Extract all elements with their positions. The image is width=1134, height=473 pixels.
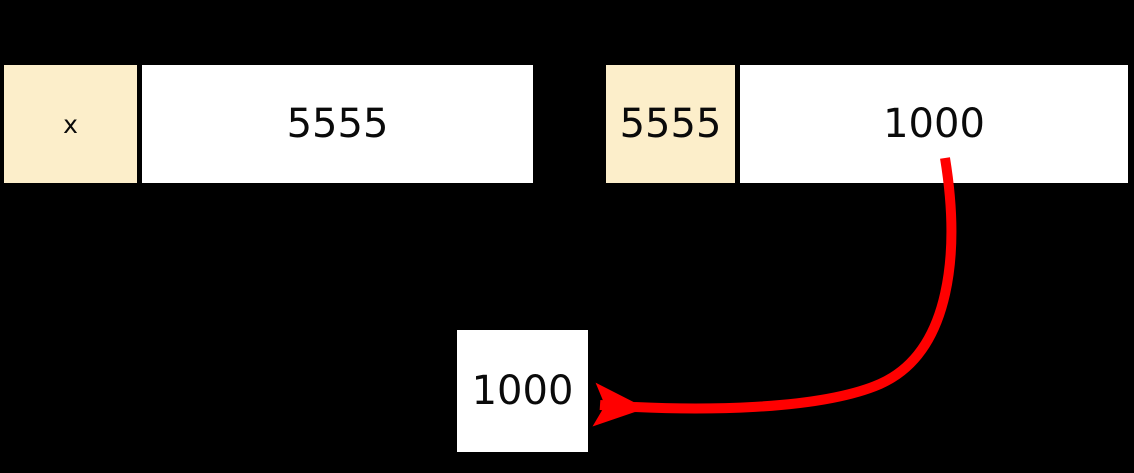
right-key-cell[interactable]: 5555 xyxy=(606,65,735,183)
result-value-box[interactable]: 1000 xyxy=(457,330,588,452)
curved-arrow-icon xyxy=(592,157,957,427)
left-value-cell[interactable]: 5555 xyxy=(142,65,533,183)
left-key-cell[interactable]: x xyxy=(4,65,137,183)
right-value-cell[interactable]: 1000 xyxy=(740,65,1128,183)
diagram-canvas: x 5555 5555 1000 1000 xyxy=(4,65,1128,452)
